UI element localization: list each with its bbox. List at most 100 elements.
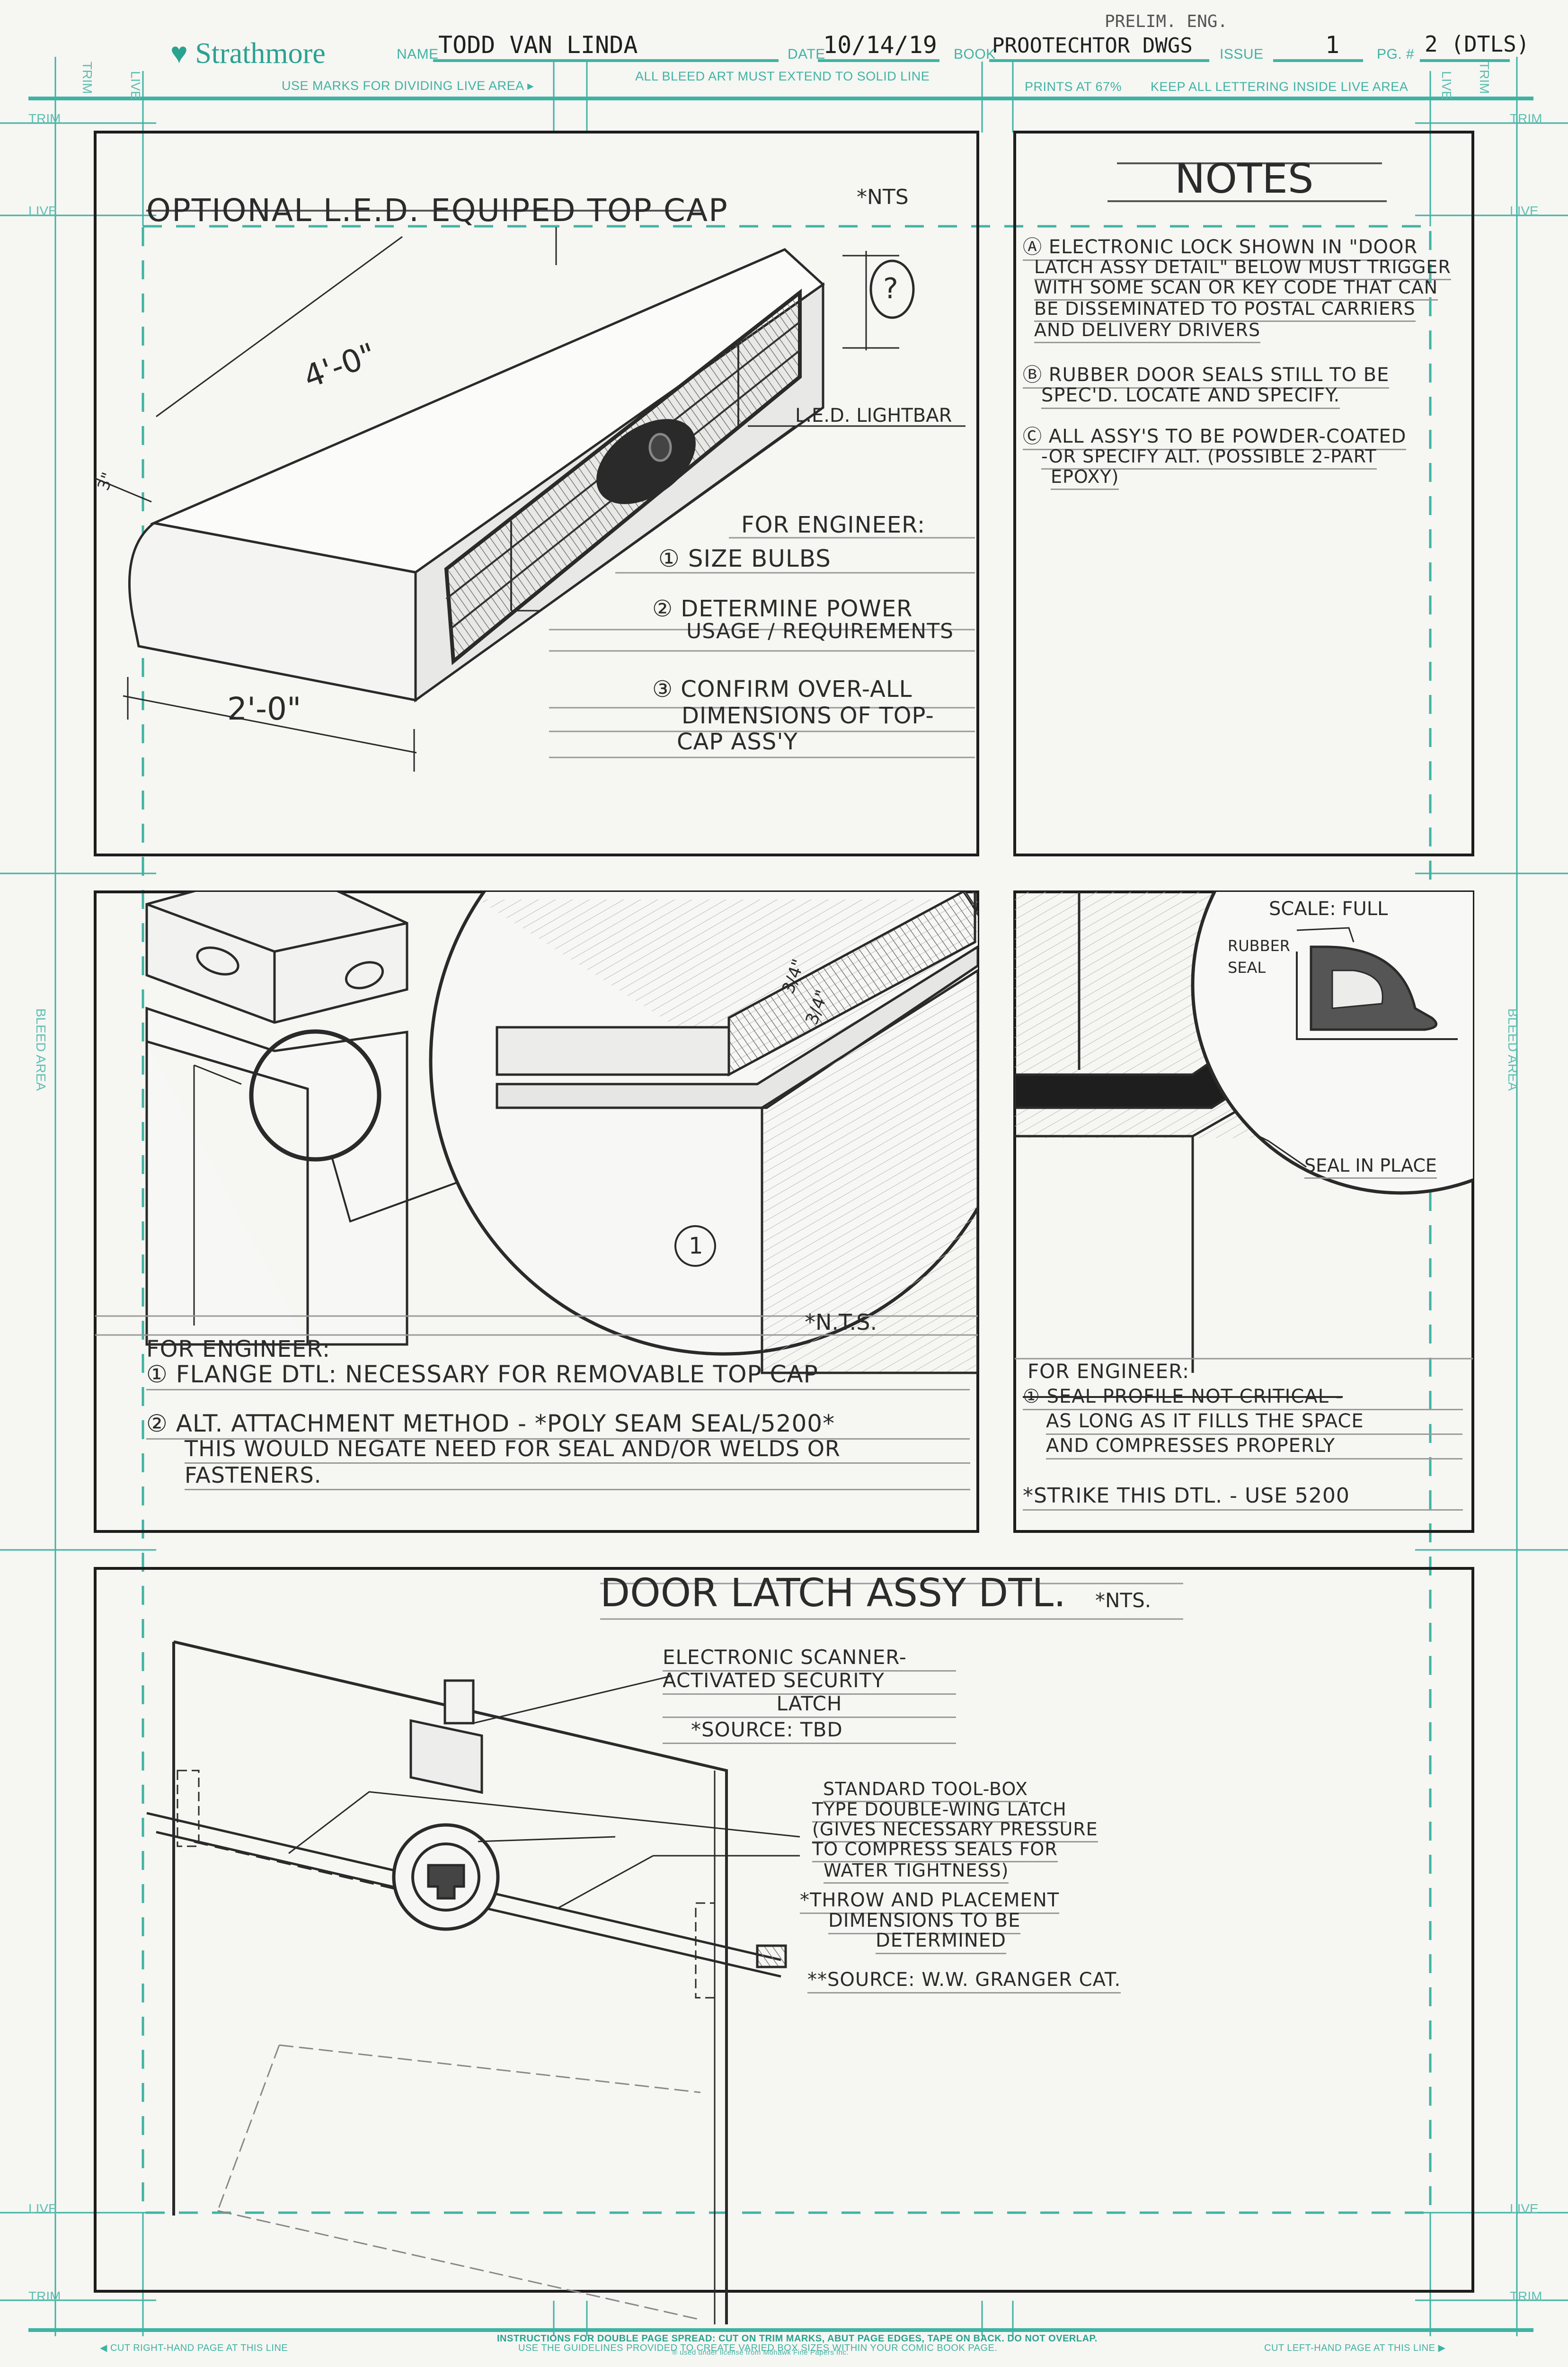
detail-leader bbox=[330, 1155, 507, 1223]
seal-scale: SCALE: FULL bbox=[1269, 898, 1388, 920]
engineer-item-3-cont: DIMENSIONS OF TOP- bbox=[682, 703, 934, 729]
name-label: NAME bbox=[397, 46, 439, 62]
throw-leader bbox=[478, 1836, 616, 1842]
guide-dividing: USE MARKS FOR DIVIDING LIVE AREA ▸ bbox=[282, 79, 534, 93]
live-mark-right: LIVE bbox=[1510, 204, 1539, 218]
scanner-line-2: ACTIVATED SECURITY bbox=[663, 1671, 956, 1695]
latch-bracket-left bbox=[177, 1770, 200, 1847]
note-c-line-3: EPOXY) bbox=[1051, 468, 1119, 490]
issue-value: 1 bbox=[1325, 31, 1340, 59]
date-label: DATE bbox=[788, 46, 825, 62]
topcap-engineer-heading: FOR ENGINEER: bbox=[741, 512, 926, 538]
bleed-area-left: BLEED AREA bbox=[34, 1008, 48, 1091]
name-value: TODD VAN LINDA bbox=[438, 31, 638, 59]
topcap-title: OPTIONAL L.E.D. EQUIPED TOP CAP bbox=[146, 192, 728, 229]
latch-scale: *NTS. bbox=[1095, 1589, 1152, 1612]
scanner-housing bbox=[409, 1719, 483, 1794]
trim-mark-bottom-right: TRIM bbox=[1510, 2289, 1542, 2304]
live-mark-left: LIVE bbox=[28, 204, 57, 218]
bleed-area-right: BLEED AREA bbox=[1506, 1008, 1520, 1091]
toolbox-line-5: WATER TIGHTNESS) bbox=[824, 1861, 1009, 1884]
seal-strike-note: *STRIKE THIS DTL. - USE 5200 bbox=[1023, 1486, 1463, 1511]
flange-drawing bbox=[95, 892, 978, 1374]
guide-license: ® used under license from Mohawk Fine Pa… bbox=[672, 2349, 849, 2357]
door-lower-recess bbox=[217, 2044, 701, 2321]
rubber-seal-leader bbox=[1296, 927, 1355, 943]
topcap-end-face bbox=[128, 522, 417, 702]
page-label: PG. # bbox=[1377, 46, 1415, 62]
trim-label-right: TRIM bbox=[1477, 62, 1492, 94]
latch-bracket-right bbox=[695, 1902, 716, 1999]
trim-mark-bottom-left: TRIM bbox=[28, 2289, 61, 2304]
note-a-line-3: WITH SOME SCAN OR KEY CODE THAT CAN bbox=[1034, 278, 1438, 301]
toolbox-line-2: TYPE DOUBLE-WING LATCH bbox=[812, 1800, 1067, 1823]
flange-line-1: ① FLANGE DTL: NECESSARY FOR REMOVABLE TO… bbox=[146, 1362, 970, 1390]
flange-line-2: ② ALT. ATTACHMENT METHOD - *POLY SEAM SE… bbox=[146, 1412, 970, 1440]
seal-engineer-heading: FOR ENGINEER: bbox=[1028, 1360, 1190, 1383]
throw-line-1: *THROW AND PLACEMENT bbox=[800, 1891, 1060, 1914]
mailbox-body bbox=[145, 1006, 408, 1346]
note-a-line-5: AND DELIVERY DRIVERS bbox=[1034, 321, 1261, 343]
magnified-seal-circle bbox=[1191, 892, 1473, 1195]
engineer-item-1: ① SIZE BULBS bbox=[658, 545, 831, 572]
panel-latch bbox=[94, 1567, 1474, 2293]
throw-line-3: DETERMINED bbox=[876, 1931, 1006, 1954]
latch-drawing bbox=[146, 1583, 1183, 2324]
engineer-item-3-cont2: CAP ASS'Y bbox=[677, 729, 798, 755]
toolbox-line-3: (GIVES NECESSARY PRESSURE bbox=[812, 1820, 1098, 1842]
guide-cut-right: ◀ CUT RIGHT-HAND PAGE AT THIS LINE bbox=[100, 2343, 288, 2353]
live-label-right: LIVE bbox=[1439, 71, 1454, 100]
callout-1-circle bbox=[674, 1225, 716, 1267]
flange-line-3: THIS WOULD NEGATE NEED FOR SEAL AND/OR W… bbox=[185, 1438, 970, 1464]
live-mark-bottom-right: LIVE bbox=[1510, 2201, 1539, 2216]
note-c-line-1: Ⓒ ALL ASSY'S TO BE POWDER-COATED bbox=[1023, 427, 1407, 450]
note-a-line-2: LATCH ASSY DETAIL" BELOW MUST TRIGGER bbox=[1034, 258, 1451, 280]
notes-rules bbox=[1107, 162, 1387, 202]
dim-width: 2'-0" bbox=[227, 691, 301, 727]
guide-cut-left: CUT LEFT-HAND PAGE AT THIS LINE ▶ bbox=[1264, 2343, 1446, 2353]
note-a-line-4: BE DISSEMINATED TO POSTAL CARRIERS bbox=[1034, 300, 1416, 322]
flange-scale: *N.T.S. bbox=[805, 1309, 877, 1335]
panel-topcap bbox=[94, 131, 979, 856]
cap-lock-left bbox=[196, 946, 239, 976]
engineer-item-2-cont: USAGE / REQUIREMENTS bbox=[686, 619, 954, 643]
toolbox-line-4: TO COMPRESS SEALS FOR bbox=[812, 1840, 1058, 1862]
guide-lines bbox=[0, 57, 1568, 2336]
scanner-line-3: LATCH bbox=[663, 1694, 956, 1718]
note-b-line-2: SPEC'D. LOCATE AND SPECIFY. bbox=[1041, 386, 1340, 409]
trim-label-left: TRIM bbox=[80, 62, 95, 94]
book-note: PRELIM. ENG. bbox=[1105, 12, 1228, 31]
guide-guidelines: USE THE GUIDELINES PROVIDED TO CREATE VA… bbox=[518, 2343, 998, 2353]
note-c-line-2: -OR SPECIFY ALT. (POSSIBLE 2-PART bbox=[1041, 447, 1377, 470]
dim-height: ? bbox=[883, 272, 898, 305]
panel-notes bbox=[1013, 131, 1474, 856]
scanner-line-1: ELECTRONIC SCANNER- bbox=[663, 1647, 956, 1672]
throw-line-2: DIMENSIONS TO BE bbox=[828, 1911, 1021, 1934]
topcap-drawing bbox=[94, 210, 975, 772]
seal-drawing bbox=[1015, 892, 1473, 1373]
seal-line-3: AND COMPRESSES PROPERLY bbox=[1046, 1436, 1462, 1459]
toolbox-leader-2 bbox=[558, 1855, 654, 1909]
date-value: 10/14/19 bbox=[823, 31, 937, 59]
note-b-line-1: Ⓑ RUBBER DOOR SEALS STILL TO BE bbox=[1023, 365, 1390, 389]
flange-line-4: FASTENERS. bbox=[185, 1464, 970, 1490]
page-value: 2 (DTLS) bbox=[1425, 31, 1530, 57]
notes-title: NOTES bbox=[1175, 155, 1314, 203]
toolbox-line-1: STANDARD TOOL-BOX bbox=[823, 1780, 1028, 1802]
guide-bleed: ALL BLEED ART MUST EXTEND TO SOLID LINE bbox=[635, 69, 930, 83]
latch-rod-end bbox=[756, 1944, 787, 1968]
guide-instructions: INSTRUCTIONS FOR DOUBLE PAGE SPREAD: CUT… bbox=[497, 2333, 1098, 2344]
book-value: PROOTECHTOR DWGS bbox=[992, 34, 1193, 58]
scanner-source: *SOURCE: TBD bbox=[663, 1720, 956, 1744]
cap-lock-right bbox=[345, 961, 384, 989]
seal-line-1: ① SEAL PROFILE NOT CRITICAL - bbox=[1023, 1387, 1463, 1410]
scanner-top bbox=[443, 1679, 475, 1725]
leaf-icon: ♥ bbox=[170, 37, 195, 70]
lightbar-label: L.E.D. LIGHTBAR bbox=[795, 405, 952, 427]
rubber-seal-label-1: RUBBER bbox=[1228, 937, 1291, 955]
live-mark-bottom-left: LIVE bbox=[28, 2201, 57, 2216]
seal-line-2: AS LONG AS IT FILLS THE SPACE bbox=[1046, 1412, 1462, 1435]
latch-title: DOOR LATCH ASSY DTL. bbox=[600, 1571, 1066, 1616]
topcap-lock-keyhole bbox=[648, 433, 672, 462]
